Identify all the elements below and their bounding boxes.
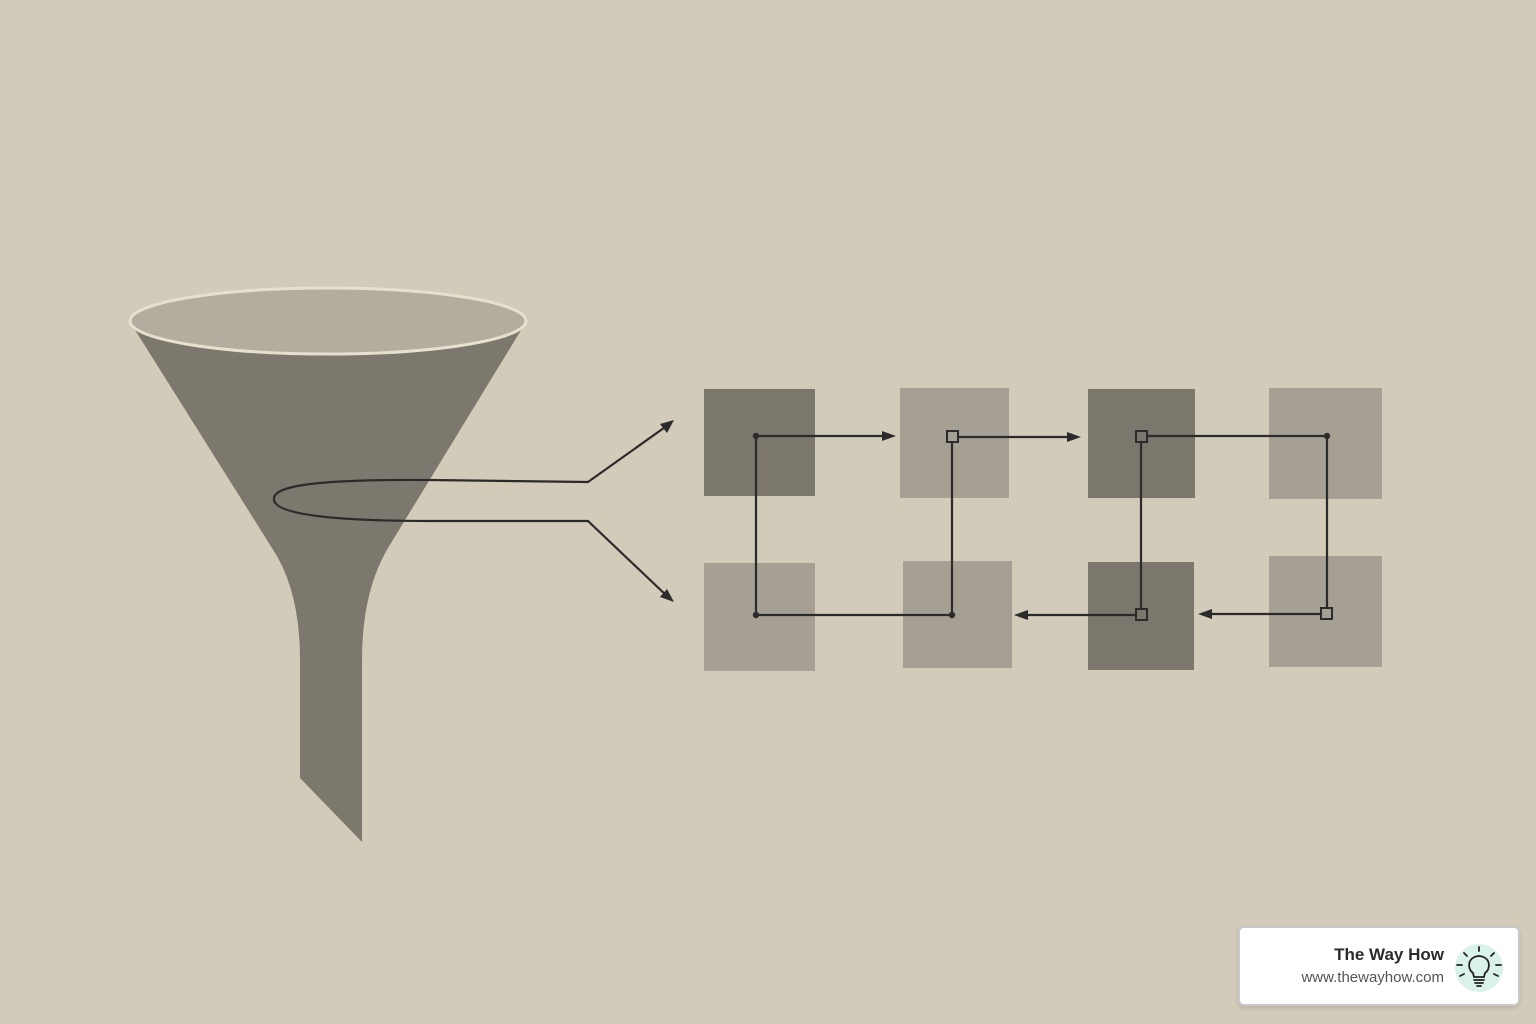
funnel-body (130, 322, 526, 842)
brand-name: The Way How (1334, 945, 1444, 964)
process-block-r2c4 (1269, 556, 1382, 667)
lightbulb-lines (1456, 946, 1502, 987)
junction-nodes (946, 430, 1333, 621)
junction-dot (948, 611, 956, 619)
funnel-rim (128, 286, 528, 356)
junction-node (946, 430, 959, 443)
arrowhead-r2-3-2 (1014, 610, 1028, 620)
arrowhead-r1-1-2 (882, 431, 896, 441)
process-grid (704, 388, 1382, 671)
branch-line-upper (586, 423, 670, 484)
funnel-icon (128, 286, 528, 842)
junction-dot (752, 432, 760, 440)
brand-url[interactable]: www.thewayhow.com (1301, 969, 1444, 986)
process-block-r2c1 (704, 563, 815, 671)
junction-dots (752, 432, 1331, 619)
branch-line-lower (586, 519, 670, 599)
junction-dot (1323, 432, 1331, 440)
brand-text: The Way How www.thewayhow.com (1301, 944, 1444, 989)
loop-connector (272, 423, 1329, 617)
funnel-loop (272, 478, 590, 523)
junction-node (1135, 608, 1148, 621)
process-block-r1c1 (704, 389, 815, 496)
arrowhead-lower-branch (660, 589, 674, 602)
brand-badge[interactable]: The Way How www.thewayhow.com (1238, 926, 1520, 1006)
arrowhead-upper-branch (660, 420, 674, 433)
lightbulb-icon (1455, 944, 1503, 992)
arrowhead-r1-2-3 (1067, 432, 1081, 442)
junction-node (1320, 607, 1333, 620)
arrowheads (660, 420, 1212, 620)
process-block-r1c4 (1269, 388, 1382, 499)
junction-dot (752, 611, 760, 619)
arrowhead-r2-4-3 (1198, 609, 1212, 619)
junction-node (1135, 430, 1148, 443)
